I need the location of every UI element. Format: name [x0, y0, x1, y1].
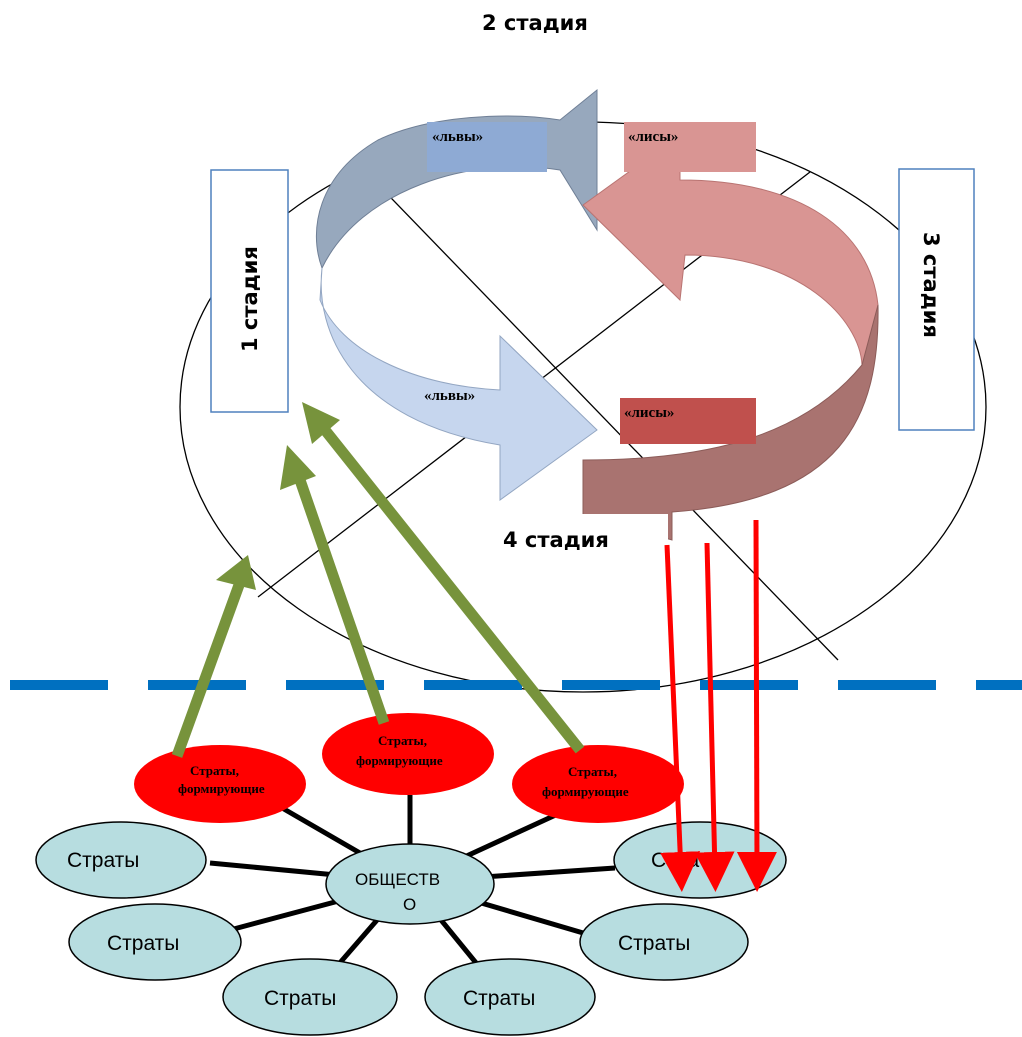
green-arrows [171, 426, 585, 758]
stage-2-label: 2 стадия [482, 11, 588, 35]
stage-4-box [496, 514, 668, 564]
stage-1-box [210, 169, 289, 413]
forming-strata-center [322, 713, 494, 795]
lions-arrow-top [315, 88, 598, 270]
forming-strata-center-line1: Страты, [378, 733, 427, 748]
green-arrowhead-3 [302, 402, 340, 444]
diagonal-line-a [365, 171, 839, 661]
forming-strata-right-line2: формирующие [542, 784, 629, 799]
society-label-line2: О [403, 895, 416, 914]
foxes-arrow-bottom [582, 304, 879, 541]
stage-3-box [898, 168, 975, 431]
forming-strata-left [134, 745, 306, 823]
lions-arrow-bottom [319, 267, 598, 501]
green-arrowhead-1 [216, 555, 256, 590]
strata-node-bottom-left [222, 958, 398, 1036]
lions-top-label-box [427, 122, 547, 172]
stage-3-label: 3 стадия [919, 232, 943, 338]
stage-1-label: 1 стадия [238, 246, 262, 352]
foxes-top-label-box [624, 122, 756, 172]
foxes-bottom-label-box [620, 398, 756, 444]
strata-node-top-left [35, 821, 207, 899]
strata-node-bottom-right-label: Страты [463, 987, 535, 1010]
red-arrows [660, 519, 777, 892]
society-label-line1: ОБЩЕСТВ [355, 870, 440, 889]
stage-4-label: 4 стадия [503, 528, 609, 552]
society-node [325, 843, 495, 925]
foxes-top-label: «лисы» [628, 129, 678, 145]
forming-strata-center-line2: формирующие [356, 753, 443, 768]
foxes-bottom-label: «лисы» [624, 405, 674, 421]
forming-strata-right-line1: Страты, [568, 764, 617, 779]
strata-node-mid-right-label: Страты [618, 932, 690, 955]
forming-strata-left-line2: формирующие [178, 781, 265, 796]
strata-node-mid-right [579, 903, 749, 981]
strata-node-mid-left-label: Страты [107, 932, 179, 955]
strata-node-mid-left [68, 903, 242, 981]
forming-strata-left-line1: Страты, [190, 763, 239, 778]
lions-bottom-label: «львы» [424, 388, 475, 404]
lions-top-label: «львы» [432, 129, 483, 145]
forming-strata-right [512, 745, 684, 823]
strata-node-bottom-left-label: Страты [264, 987, 336, 1010]
strata-node-bottom-right [424, 958, 596, 1036]
strata-node-top-left-label: Страты [67, 849, 139, 872]
green-arrowhead-2 [280, 445, 316, 490]
